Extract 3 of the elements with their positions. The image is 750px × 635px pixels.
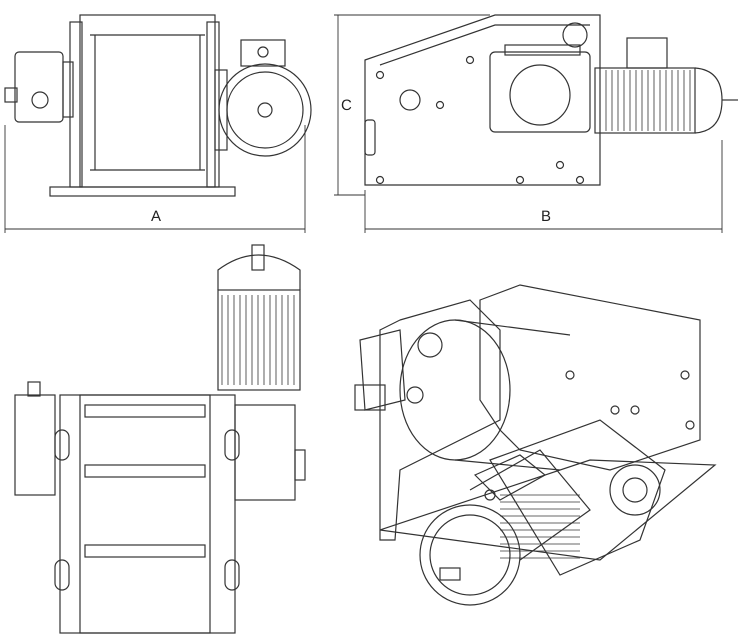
dimension-label: B [541,209,552,225]
dimension-label: C [341,98,352,114]
dimension-label: A [151,209,162,225]
